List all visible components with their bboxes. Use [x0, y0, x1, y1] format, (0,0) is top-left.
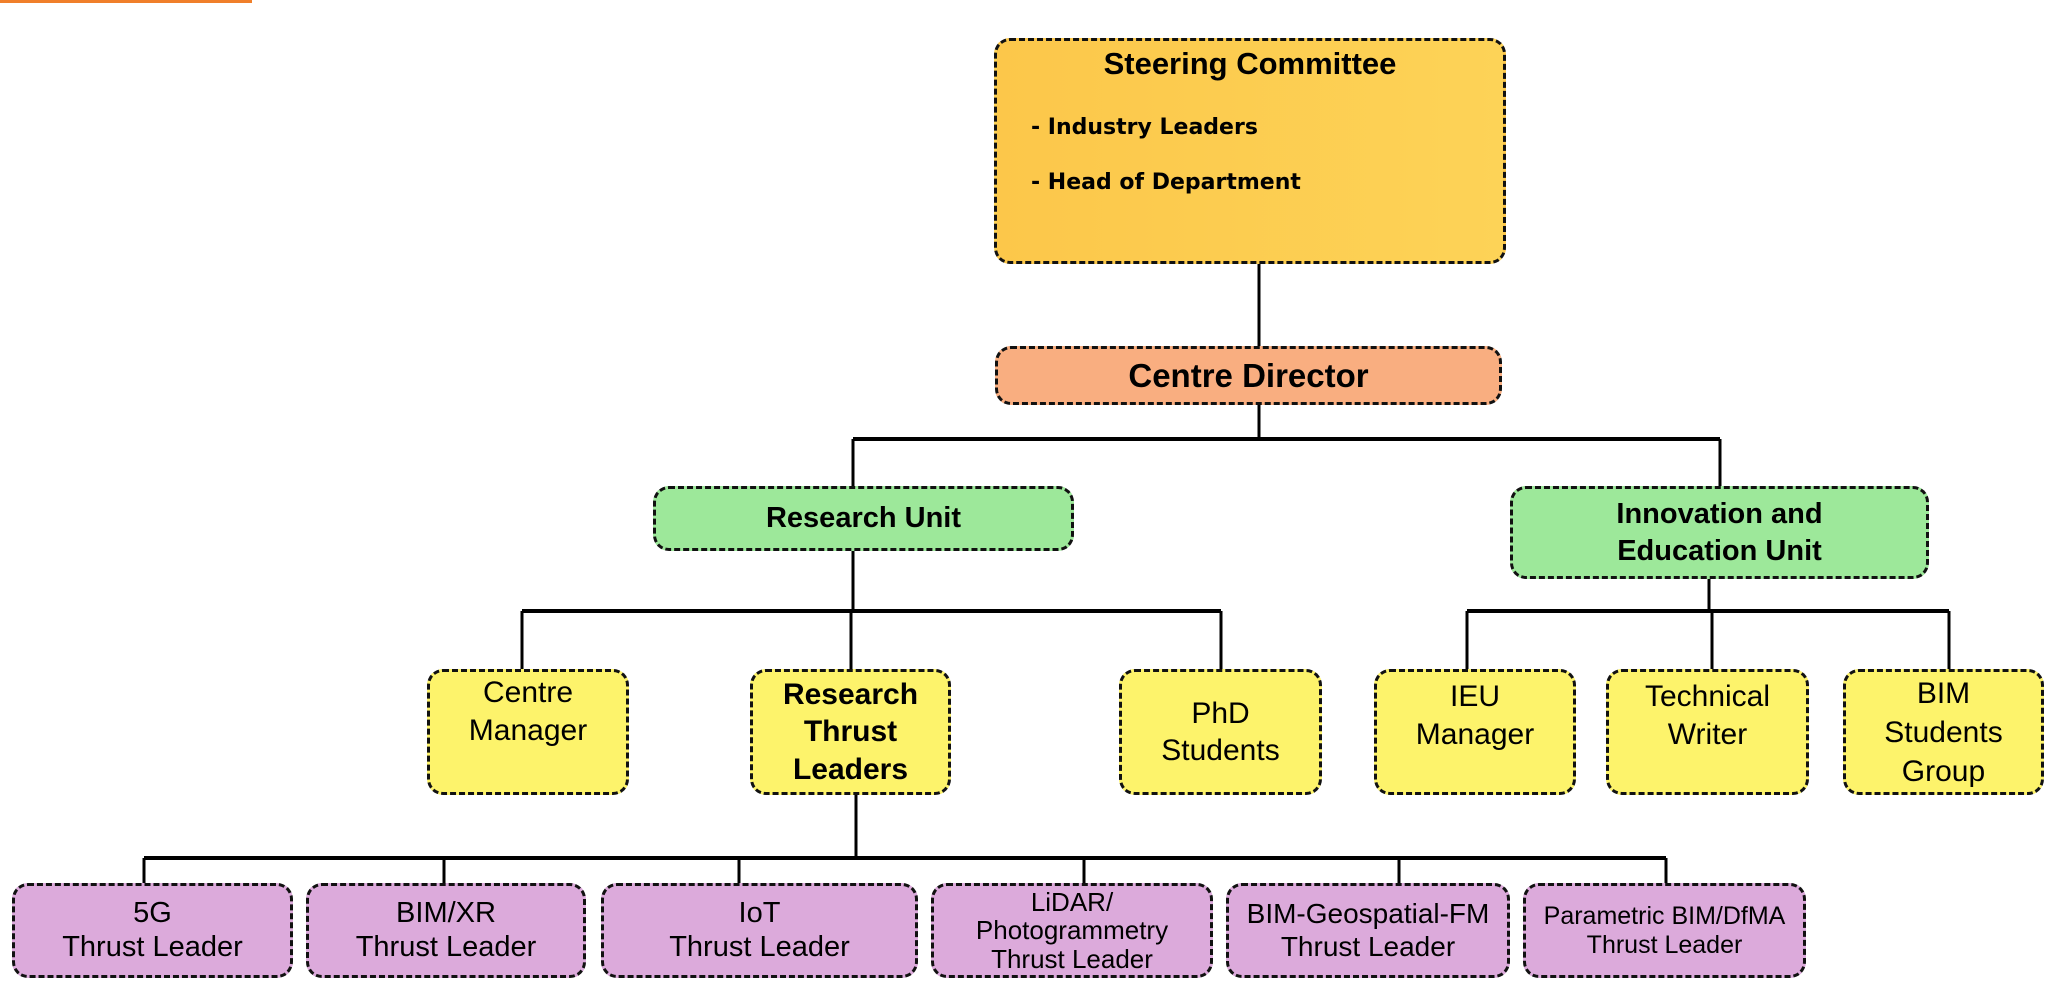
thrust-leader-iot-box: IoT Thrust Leader	[601, 883, 918, 978]
thrust-leader-parametric-bim-dfma-box: Parametric BIM/DfMA Thrust Leader	[1523, 883, 1806, 978]
innovation-unit-label-line2: Education Unit	[1617, 534, 1822, 567]
steering-committee-title: Steering Committee	[1103, 46, 1397, 81]
bim-students-group-box: BIM Students Group	[1843, 669, 2044, 795]
role-label: Thrust	[803, 715, 898, 749]
thrust-label: Thrust Leader	[1586, 930, 1743, 959]
thrust-label: Thrust Leader	[62, 930, 243, 963]
role-label: Research	[782, 677, 919, 711]
thrust-label: Photogrammetry	[975, 915, 1169, 946]
thrust-label: Thrust Leader	[669, 930, 850, 963]
member-industry-leaders: - Industry Leaders	[1031, 114, 1258, 140]
role-label: IEU	[1449, 680, 1500, 713]
thrust-leader-5g-box: 5G Thrust Leader	[12, 883, 293, 978]
role-label: BIM	[1916, 676, 1971, 710]
thrust-label: BIM-Geospatial-FM	[1246, 898, 1490, 930]
thrust-label: Parametric BIM/DfMA	[1543, 901, 1786, 930]
role-label: PhD	[1191, 696, 1250, 730]
thrust-label: Thrust Leader	[1280, 930, 1456, 962]
thrust-label: BIM/XR	[396, 897, 496, 930]
research-thrust-leaders-box: Research Thrust Leaders	[750, 669, 951, 795]
phd-students-box: PhD Students	[1119, 669, 1322, 795]
accent-bar	[0, 0, 252, 3]
role-label: Leaders	[792, 752, 909, 786]
thrust-leader-lidar-box: LiDAR/ Photogrammetry Thrust Leader	[931, 883, 1213, 978]
research-unit-label: Research Unit	[765, 502, 961, 535]
thrust-label: Thrust Leader	[355, 930, 537, 963]
thrust-label: IoT	[738, 897, 781, 930]
innovation-unit-label-line1: Innovation and	[1616, 498, 1823, 531]
role-label: Manager	[468, 713, 588, 747]
thrust-leader-bim-geospatial-fm-box: BIM-Geospatial-FM Thrust Leader	[1226, 883, 1510, 978]
thrust-label: LiDAR/	[1030, 886, 1114, 917]
technical-writer-box: Technical Writer	[1606, 669, 1809, 795]
steering-committee-box: Steering Committee - Industry Leaders - …	[994, 38, 1506, 264]
role-label: Group	[1901, 754, 1986, 788]
role-label: Technical	[1644, 680, 1771, 713]
role-label: Manager	[1415, 717, 1535, 751]
centre-director-box: Centre Director	[995, 346, 1502, 405]
role-label: Students	[1884, 715, 2003, 749]
ieu-manager-box: IEU Manager	[1374, 669, 1576, 795]
centre-manager-box: Centre Manager	[427, 669, 629, 795]
innovation-education-unit-box: Innovation and Education Unit	[1510, 486, 1929, 579]
thrust-label: 5G	[133, 897, 172, 930]
centre-director-label: Centre Director	[1128, 356, 1369, 394]
role-label: Writer	[1667, 717, 1748, 751]
research-unit-box: Research Unit	[653, 486, 1074, 551]
role-label: Centre	[482, 676, 574, 709]
member-head-of-department: - Head of Department	[1031, 170, 1301, 196]
thrust-leader-bim-xr-box: BIM/XR Thrust Leader	[306, 883, 586, 978]
role-label: Students	[1161, 734, 1280, 767]
thrust-label: Thrust Leader	[991, 943, 1153, 974]
